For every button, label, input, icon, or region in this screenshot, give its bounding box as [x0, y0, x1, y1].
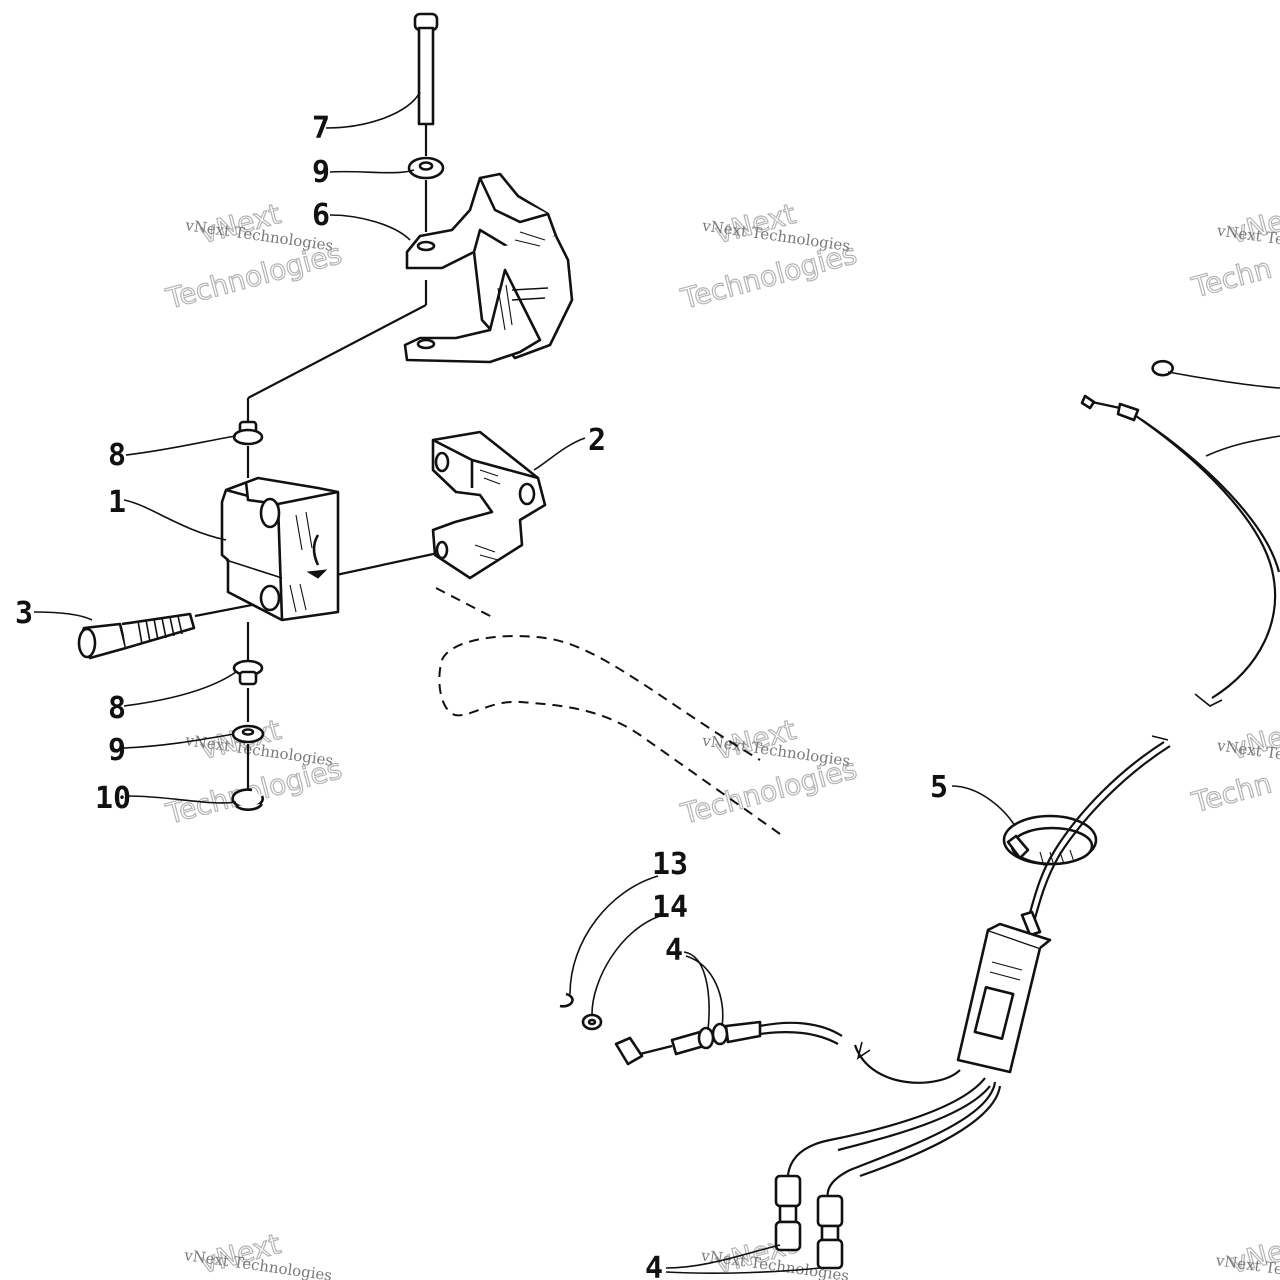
part-7-pin — [413, 12, 439, 126]
watermark-bottom-right: vNext vNext Te — [1214, 1227, 1280, 1280]
callout-8-bottom: 8 — [108, 691, 126, 726]
switch-wires — [786, 1041, 1002, 1201]
main-cable — [1026, 735, 1171, 923]
callout-numbers: 7 9 6 8 1 2 3 8 9 10 5 13 14 4 4 — [15, 111, 948, 1280]
callout-1: 1 — [108, 485, 126, 520]
part-9-washer-top — [407, 156, 445, 180]
part-6-bracket — [403, 172, 574, 364]
upper-right-cable — [1080, 359, 1280, 707]
watermark-mid-center: vNext Technologies vNext Technologies — [676, 712, 860, 831]
part-8-bushing-bottom — [232, 659, 264, 686]
throttle-cable-end — [559, 992, 843, 1066]
watermark-mid-right: vNext Techn vNext Te — [1187, 712, 1280, 820]
callout-7: 7 — [312, 111, 330, 146]
callout-3: 3 — [15, 596, 33, 631]
part-3-bolt — [77, 612, 196, 660]
wire-connectors — [774, 1174, 844, 1270]
callout-2: 2 — [588, 423, 606, 458]
callout-8-top: 8 — [108, 438, 126, 473]
part-10-snap-ring — [231, 788, 264, 811]
callout-9-bottom: 9 — [108, 733, 126, 768]
part-5-hose-clamp — [1002, 814, 1098, 867]
watermark-bottom-left: vNext vNext Technologies — [182, 1227, 333, 1280]
callout-13: 13 — [652, 847, 688, 882]
callout-10: 10 — [95, 781, 131, 816]
leader-lines — [33, 91, 1016, 1275]
callout-9-top: 9 — [312, 155, 330, 190]
svg-text:Techn: Techn — [1188, 766, 1275, 819]
part-1-block — [220, 476, 340, 622]
watermark-top-center: vNext Technologies vNext Technologies — [676, 197, 860, 317]
callout-4-lower: 4 — [645, 1251, 663, 1280]
callout-6: 6 — [312, 198, 330, 233]
callout-14: 14 — [652, 890, 688, 925]
callout-5: 5 — [930, 770, 948, 805]
part-9-washer-bottom — [231, 724, 265, 744]
handlebar-outline — [435, 587, 781, 835]
callout-4-upper: 4 — [665, 933, 683, 968]
part-8-bushing-top — [232, 420, 264, 446]
assembly-axis-lines — [194, 125, 439, 790]
watermark-top-right: vNext Techn vNext Te — [1187, 197, 1280, 306]
part-2-clamp — [431, 430, 547, 580]
svg-text:Techn: Techn — [1188, 251, 1275, 304]
switch-housing — [956, 910, 1052, 1074]
